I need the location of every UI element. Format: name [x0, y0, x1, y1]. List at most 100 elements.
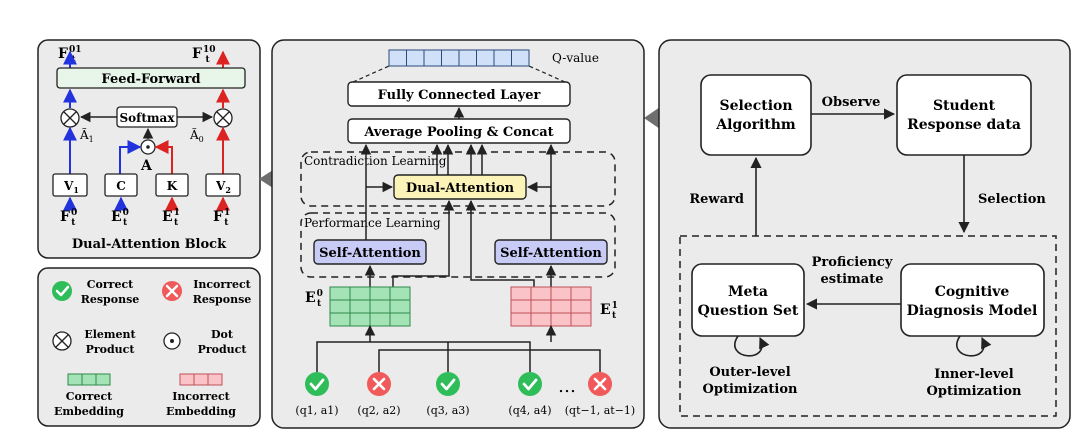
performance-learning-region: [300, 212, 616, 278]
element-product-icon: [52, 331, 72, 351]
response-label: (q3, a3): [426, 404, 469, 417]
correct-response-icon: [305, 372, 329, 396]
q-value-cell: [476, 49, 495, 67]
q-value-cell: [458, 49, 477, 67]
embedding-cell: [510, 299, 532, 314]
performance-learning-label: Performance Learning: [304, 216, 441, 230]
v1-label: V1: [63, 179, 79, 195]
q-value-cell: [388, 49, 407, 67]
incorrect-response-icon: [588, 372, 612, 396]
response-label: (q2, a2): [357, 404, 400, 417]
dual-attention-block-title: Dual-Attention Block: [72, 237, 227, 252]
embedding-cell: [369, 299, 391, 314]
dot-product-icon: [163, 332, 181, 350]
correct-response-icon: [436, 372, 460, 396]
fully-connected-box: [347, 81, 571, 107]
contradiction-learning-region: [300, 151, 616, 207]
observe-label: Observe: [822, 95, 881, 110]
embedding-cell: [369, 286, 391, 301]
embedding-cell: [510, 286, 532, 301]
q-value-cell: [406, 49, 425, 67]
element-product-icon: [60, 108, 80, 128]
model-panel: Q-value Fully Connected Layer Average Po…: [271, 39, 645, 429]
embedding-cell: [329, 299, 351, 314]
k-box: [155, 173, 189, 197]
a0-label: Ã0: [189, 127, 204, 144]
embedding-cell: [349, 299, 371, 314]
feed-forward-box: [56, 67, 246, 89]
inner-loop-arrow: [956, 335, 992, 357]
response-label: (q1, a1): [295, 404, 338, 417]
average-pooling-label: Average Pooling & Concat: [363, 125, 553, 140]
ellipsis: …: [558, 376, 576, 397]
q-value-vector: [388, 49, 530, 67]
embedding-cell: [550, 312, 572, 327]
feed-forward-label: Feed-Forward: [101, 72, 200, 87]
q-value-cell: [441, 49, 460, 67]
self-attention-right-label: Self-Attention: [500, 246, 602, 261]
v1-box: [52, 173, 88, 197]
selection-label: Selection: [978, 192, 1046, 207]
student-response-box: [896, 74, 1032, 156]
embedding-cell: [349, 312, 371, 327]
outer-loop-arrow: [734, 335, 770, 357]
embedding-cell: [389, 299, 411, 314]
meta-learning-region: [679, 235, 1057, 417]
embedding-cell: [389, 312, 411, 327]
contradiction-learning-label: Contradiction Learning: [304, 154, 447, 168]
correct-icon: [52, 281, 72, 301]
correct-response-icon: [518, 372, 542, 396]
a-label: A: [140, 158, 153, 174]
q-value-cell: [511, 49, 530, 67]
dual-attention-box: [393, 174, 527, 200]
softmax-label: Softmax: [119, 111, 175, 125]
q-value-cell: [423, 49, 442, 67]
embedding-cell: [389, 286, 411, 301]
embedding-cell: [530, 299, 552, 314]
average-pooling-box: [347, 118, 571, 144]
embedding-cell: [510, 312, 532, 327]
meta-question-set-box: [691, 263, 805, 337]
c-box: [104, 173, 138, 197]
c-label: C: [116, 179, 126, 193]
q-value-cell: [493, 49, 512, 67]
self-attention-left-box: [313, 239, 427, 265]
embedding-cell: [570, 312, 592, 327]
embedding-cell: [349, 286, 371, 301]
incorrect-embedding-swatch: [179, 373, 223, 386]
incorrect-icon: [162, 281, 182, 301]
selection-algorithm-box: [700, 74, 812, 156]
embedding-cell: [550, 299, 572, 314]
dual-attention-label: Dual-Attention: [406, 181, 515, 196]
response-label: (q4, a4): [508, 404, 551, 417]
embedding-cell: [570, 299, 592, 314]
cognitive-diagnosis-box: [900, 263, 1045, 337]
correct-embedding-swatch: [67, 373, 111, 386]
dot-product-icon: [140, 139, 156, 155]
element-product-icon: [213, 108, 233, 128]
q-value-label: Q-value: [552, 51, 599, 65]
k-label: K: [167, 179, 178, 193]
embedding-cell: [329, 312, 351, 327]
v2-box: [205, 173, 241, 197]
